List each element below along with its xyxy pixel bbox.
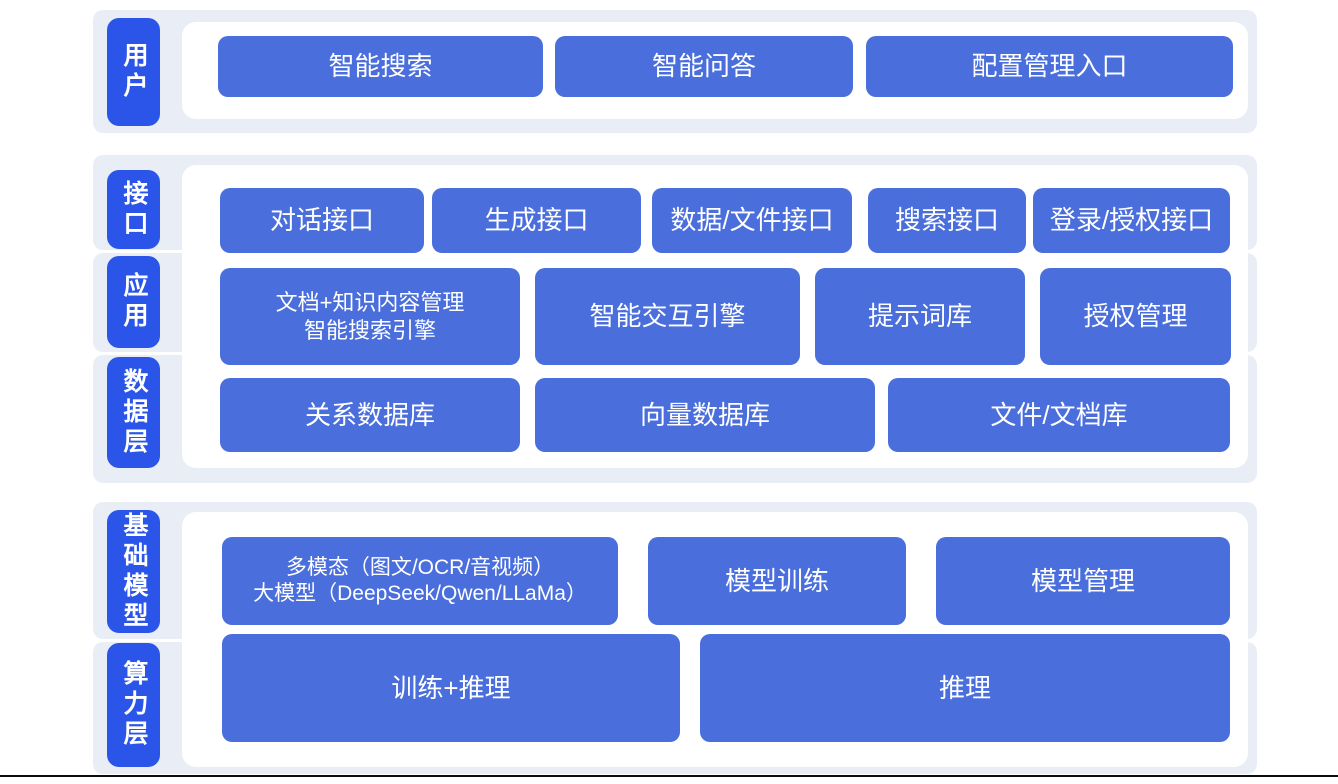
box-smart-search: 智能搜索 (218, 36, 543, 97)
box-data-file-api: 数据/文件接口 (652, 188, 852, 253)
box-login-auth-api: 登录/授权接口 (1033, 188, 1230, 253)
box-inference: 推理 (700, 634, 1230, 742)
layer-label-data: 数据层 (107, 357, 160, 468)
box-doc-knowledge-line1: 文档+知识内容管理 (275, 290, 465, 315)
box-search-api: 搜索接口 (868, 188, 1026, 253)
box-model-management: 模型管理 (936, 537, 1230, 625)
box-multimodal-llm: 多模态（图文/OCR/音视频） 大模型（DeepSeek/Qwen/LLaMa） (222, 537, 618, 625)
box-doc-knowledge-search-engine: 文档+知识内容管理 智能搜索引擎 (220, 268, 520, 365)
box-config-entry: 配置管理入口 (866, 36, 1233, 97)
layer-label-application: 应用 (107, 256, 160, 348)
box-smart-qa: 智能问答 (555, 36, 853, 97)
box-file-doc-store: 文件/文档库 (888, 378, 1230, 452)
box-generation-api: 生成接口 (432, 188, 641, 253)
layer-label-user: 用户 (107, 18, 160, 126)
box-multimodal-llm-line1: 多模态（图文/OCR/音视频） (285, 555, 555, 579)
bottom-divider (0, 775, 1338, 777)
box-dialog-api: 对话接口 (220, 188, 424, 253)
box-vector-db: 向量数据库 (535, 378, 875, 452)
box-training-inference: 训练+推理 (222, 634, 680, 742)
box-auth-management: 授权管理 (1040, 268, 1231, 365)
box-interaction-engine: 智能交互引擎 (535, 268, 800, 365)
layer-label-compute: 算力层 (107, 643, 160, 767)
box-model-training: 模型训练 (648, 537, 906, 625)
layer-label-foundation: 基础模型 (107, 510, 160, 633)
box-relational-db: 关系数据库 (220, 378, 520, 452)
box-prompt-library: 提示词库 (815, 268, 1025, 365)
box-multimodal-llm-line2: 大模型（DeepSeek/Qwen/LLaMa） (253, 582, 587, 605)
layer-label-interface: 接口 (107, 170, 160, 249)
box-doc-knowledge-line2: 智能搜索引擎 (303, 317, 436, 343)
